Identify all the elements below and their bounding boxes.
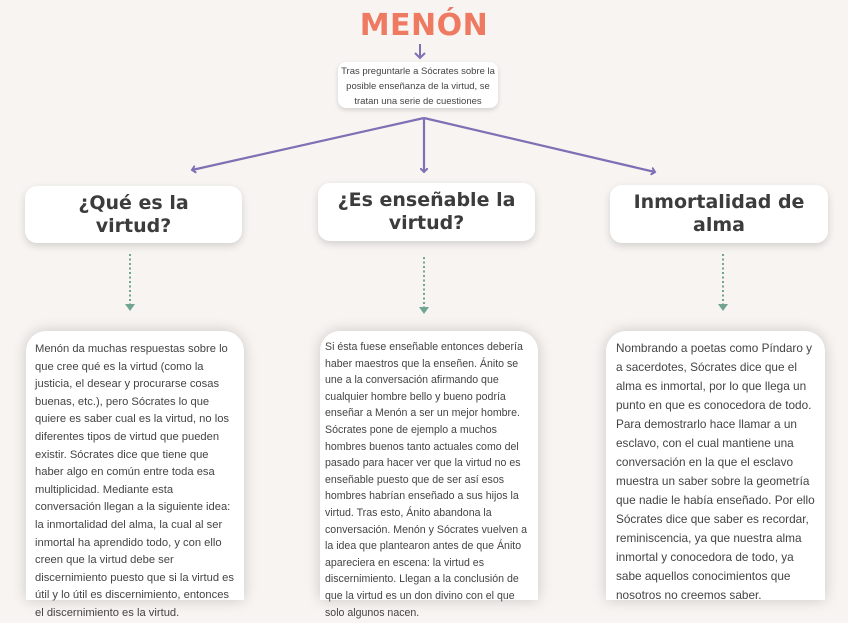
card-text: Si ésta fuese enseñable entonces debería… bbox=[325, 341, 527, 619]
branch-heading-inmortalidad: Inmortalidad de alma bbox=[610, 185, 828, 243]
arrow-down-icon bbox=[414, 44, 426, 60]
card-text: Menón da muchas respuestas sobre lo que … bbox=[35, 343, 234, 619]
branch-heading-que-es-virtud: ¿Qué es la virtud? bbox=[25, 186, 242, 243]
diagram-title: MENÓN bbox=[359, 8, 489, 43]
dotted-arrow-icon bbox=[419, 257, 429, 314]
branch-heading-es-ensenable: ¿Es enseñable la virtud? bbox=[318, 183, 535, 241]
dotted-arrow-icon bbox=[125, 254, 135, 311]
dotted-arrow-icon bbox=[718, 254, 728, 311]
branch-card-que-es-virtud: Menón da muchas respuestas sobre lo que … bbox=[26, 331, 244, 619]
branch-card-es-ensenable: Si ésta fuese enseñable entonces debería… bbox=[320, 331, 538, 619]
intro-box: Tras preguntarle a Sócrates sobre la pos… bbox=[338, 62, 498, 108]
branch-card-inmortalidad: Nombrando a poetas como Píndaro y a sace… bbox=[606, 331, 825, 602]
card-text: Nombrando a poetas como Píndaro y a sace… bbox=[616, 341, 815, 602]
connector-lines bbox=[125, 44, 728, 314]
